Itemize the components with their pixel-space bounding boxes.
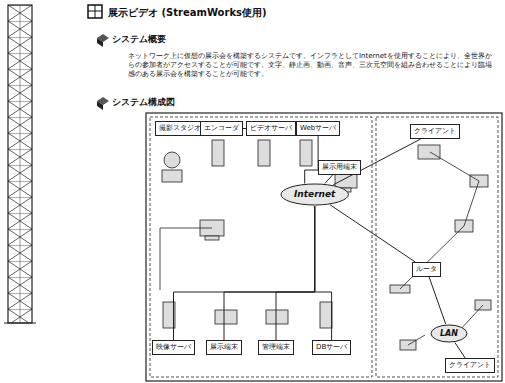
network-link <box>315 206 332 340</box>
node-label: クライアント <box>449 361 491 370</box>
node-label: DBサーバ <box>316 343 347 352</box>
device-box: クライアント <box>410 124 460 139</box>
node-label: ルータ <box>416 265 437 274</box>
device-box: ルータ <box>412 262 441 277</box>
network-link <box>429 277 446 324</box>
node-label: エンコーダ <box>204 124 239 133</box>
network-link <box>325 175 333 184</box>
network-link <box>174 206 315 340</box>
section-heading: システム概要 <box>112 33 166 46</box>
node-label: 管理端末 <box>262 343 290 352</box>
node-label: ビデオサーバ <box>250 124 292 133</box>
node-label: Internet <box>294 190 335 199</box>
node-label: クライアント <box>414 127 456 136</box>
node-label: LAN <box>440 329 458 338</box>
heading-icon <box>97 34 109 110</box>
node-label: Webサーバ <box>300 124 336 133</box>
device-box: 展示端末 <box>206 340 242 355</box>
section-heading: システム構成図 <box>112 96 175 109</box>
lattice-tower <box>4 5 36 323</box>
device-box: 映像サーバ <box>152 340 195 355</box>
device-box: クライアント <box>445 358 495 373</box>
page-title: 展示ビデオ (StreamWorks使用) <box>108 6 267 20</box>
node-label: 展示端末 <box>210 343 238 352</box>
equipment-icons <box>162 140 491 350</box>
title-icon <box>88 5 102 18</box>
device-box: 管理端末 <box>258 340 294 355</box>
network-link <box>224 206 315 340</box>
network-link <box>455 343 465 359</box>
node-label: 展示用端末 <box>322 163 357 172</box>
device-box: 展示用端末 <box>318 160 361 175</box>
device-box: ビデオサーバ <box>246 121 296 136</box>
network-link <box>330 205 415 262</box>
device-box: DBサーバ <box>312 340 351 355</box>
device-box: 撮影スタジオ <box>155 121 205 136</box>
device-box: エンコーダ <box>200 121 243 136</box>
diagram-frame <box>146 113 502 381</box>
network-wires <box>160 152 483 345</box>
device-box: Webサーバ <box>296 121 340 136</box>
node-label: 映像サーバ <box>156 343 191 352</box>
network-link <box>276 206 315 340</box>
body-text: ネットワーク上に仮想の展示会を構築するシステムです。インフラとしてInterne… <box>128 52 498 79</box>
node-label: 撮影スタジオ <box>159 124 201 133</box>
network-ellipse: LAN <box>430 324 468 343</box>
network-link <box>305 136 318 184</box>
network-ellipse: Internet <box>280 183 349 206</box>
